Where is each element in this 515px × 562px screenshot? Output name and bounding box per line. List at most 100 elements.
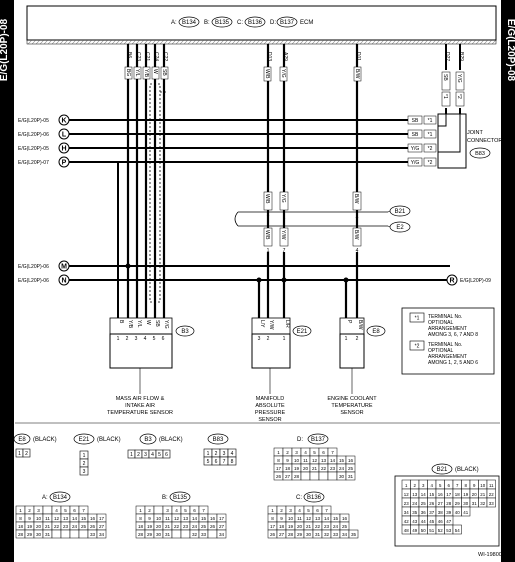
connector-cell bbox=[60, 529, 71, 539]
ect-name: ENGINE COOLANT TEMPERATURE SENSOR bbox=[327, 396, 377, 416]
connector-pin: 18 bbox=[285, 466, 291, 471]
ect-pin-labels: 1 2 bbox=[345, 336, 359, 342]
svg-text:1: 1 bbox=[117, 336, 120, 342]
connector-pin: 2 bbox=[148, 508, 151, 513]
connector-pin: 32 bbox=[324, 532, 330, 537]
connector-pin: 28 bbox=[138, 532, 144, 537]
svg-text:K: K bbox=[61, 118, 66, 125]
connector-pin: 49 bbox=[412, 528, 417, 533]
svg-text:MANIFOLD: MANIFOLD bbox=[256, 396, 284, 402]
connector-pin: 23 bbox=[183, 524, 189, 529]
connector-pin: 3 bbox=[422, 483, 425, 488]
connector-pin: 22 bbox=[54, 524, 60, 529]
svg-text:2: 2 bbox=[267, 336, 270, 342]
connector-pin: 33 bbox=[333, 532, 339, 537]
svg-text:B:: B: bbox=[162, 495, 168, 501]
connector-pin: 28 bbox=[446, 501, 451, 506]
svg-text:P: P bbox=[62, 160, 67, 167]
svg-text:3: 3 bbox=[223, 451, 226, 457]
connector-pin: 5 bbox=[64, 508, 67, 513]
connector-cell bbox=[78, 529, 89, 539]
ref-m: E/G(L20P)-06 M bbox=[18, 260, 70, 272]
svg-text:E/G(L20P)-06: E/G(L20P)-06 bbox=[18, 132, 49, 138]
svg-text:4: 4 bbox=[151, 452, 154, 458]
connector-pin: 5 bbox=[184, 508, 187, 513]
svg-text:E8: E8 bbox=[372, 329, 380, 335]
connector-pin: 10 bbox=[288, 516, 294, 521]
connector-pin: 17 bbox=[219, 516, 225, 521]
connector-pin: 41 bbox=[463, 510, 468, 515]
connector-cell bbox=[345, 471, 356, 481]
svg-text:B/W: B/W bbox=[354, 69, 360, 79]
svg-text:3: 3 bbox=[135, 336, 138, 342]
connector-pin: 28 bbox=[294, 474, 300, 479]
svg-text:A:: A: bbox=[42, 495, 48, 501]
connector-pin: 15 bbox=[201, 516, 207, 521]
connector-pin: 24 bbox=[333, 524, 339, 529]
svg-text:*2: *2 bbox=[456, 94, 462, 99]
connector-pin: 45 bbox=[429, 519, 434, 524]
connector-pin: 2 bbox=[280, 508, 283, 513]
svg-text:SENSOR: SENSOR bbox=[258, 417, 281, 423]
connector-pin: 24 bbox=[192, 524, 198, 529]
svg-text:7: 7 bbox=[283, 248, 286, 254]
svg-text:*2: *2 bbox=[415, 344, 420, 350]
svg-text:Y/G: Y/G bbox=[456, 74, 462, 83]
connector-pin: 28 bbox=[288, 532, 294, 537]
svg-text:Y/B: Y/B bbox=[143, 69, 149, 78]
connector-pin: 18 bbox=[279, 524, 285, 529]
connector-pin: 4 bbox=[175, 508, 178, 513]
connector-cell bbox=[348, 529, 359, 539]
connector-pin: 4 bbox=[55, 508, 58, 513]
svg-text:2: 2 bbox=[137, 452, 140, 458]
svg-text:Y/B: Y/B bbox=[127, 320, 133, 329]
svg-text:(BLACK): (BLACK) bbox=[97, 437, 121, 443]
shield-dashed bbox=[149, 83, 167, 303]
connector-pin: 29 bbox=[297, 532, 303, 537]
maf-sensor: B Y/B Y/L W SB Y/G 1 2 3 4 5 6 B3 MASS A… bbox=[107, 317, 195, 416]
connector-pin: 7 bbox=[325, 508, 328, 513]
connector-pin: 13 bbox=[63, 516, 69, 521]
maf-name: MASS AIR FLOW & INTAKE AIR TEMPERATURE S… bbox=[107, 396, 173, 416]
connector-pin: 26 bbox=[276, 474, 282, 479]
connector-pin: 18 bbox=[18, 524, 24, 529]
connector-pin: 40 bbox=[455, 510, 460, 515]
connector-pin: 21 bbox=[312, 466, 318, 471]
connector-pin: 11 bbox=[45, 516, 50, 521]
connector-pin: 13 bbox=[183, 516, 189, 521]
svg-text:Y/W: Y/W bbox=[268, 320, 274, 330]
map-sensor: L/Y Y/W L/R 3 2 1 E21 MANIFOLD ABSOLUTE … bbox=[251, 317, 312, 423]
svg-text:E/G(L20P)-07: E/G(L20P)-07 bbox=[18, 160, 49, 166]
connector-pin: 37 bbox=[429, 510, 434, 515]
connector-pin: 14 bbox=[192, 516, 198, 521]
connector-pin: 22 bbox=[315, 524, 321, 529]
svg-text:E/G(L20P)-09: E/G(L20P)-09 bbox=[460, 278, 491, 284]
connector-pin: 19 bbox=[27, 524, 33, 529]
connector-pin: 16 bbox=[90, 516, 96, 521]
connector-pin: 35 bbox=[412, 510, 417, 515]
connector-pin: 18 bbox=[455, 492, 460, 497]
svg-text:*1: *1 bbox=[428, 132, 433, 138]
svg-text:(BLACK): (BLACK) bbox=[33, 437, 57, 443]
connector-pin: 34 bbox=[99, 532, 105, 537]
connector-pin: 20 bbox=[36, 524, 42, 529]
svg-text:1: 1 bbox=[83, 453, 86, 459]
connector-pin: 27 bbox=[285, 474, 291, 479]
svg-text:6: 6 bbox=[165, 452, 168, 458]
connector-pin: 30 bbox=[463, 501, 468, 506]
connector-pin: 20 bbox=[297, 524, 303, 529]
m-n-lines bbox=[64, 265, 450, 281]
ecm-header-line: A: B134 B: B135 C: B136 D: B137 ECM bbox=[171, 16, 313, 28]
connector-pin: 12 bbox=[312, 458, 318, 463]
connector-pin: 6 bbox=[193, 508, 196, 513]
connector-pin: 29 bbox=[27, 532, 33, 537]
connector-pin: 5 bbox=[439, 483, 442, 488]
svg-text:SB: SB bbox=[412, 118, 419, 124]
connector-pin: 46 bbox=[438, 519, 443, 524]
connector-pin: 26 bbox=[90, 524, 96, 529]
connector-pin: 25 bbox=[348, 466, 354, 471]
